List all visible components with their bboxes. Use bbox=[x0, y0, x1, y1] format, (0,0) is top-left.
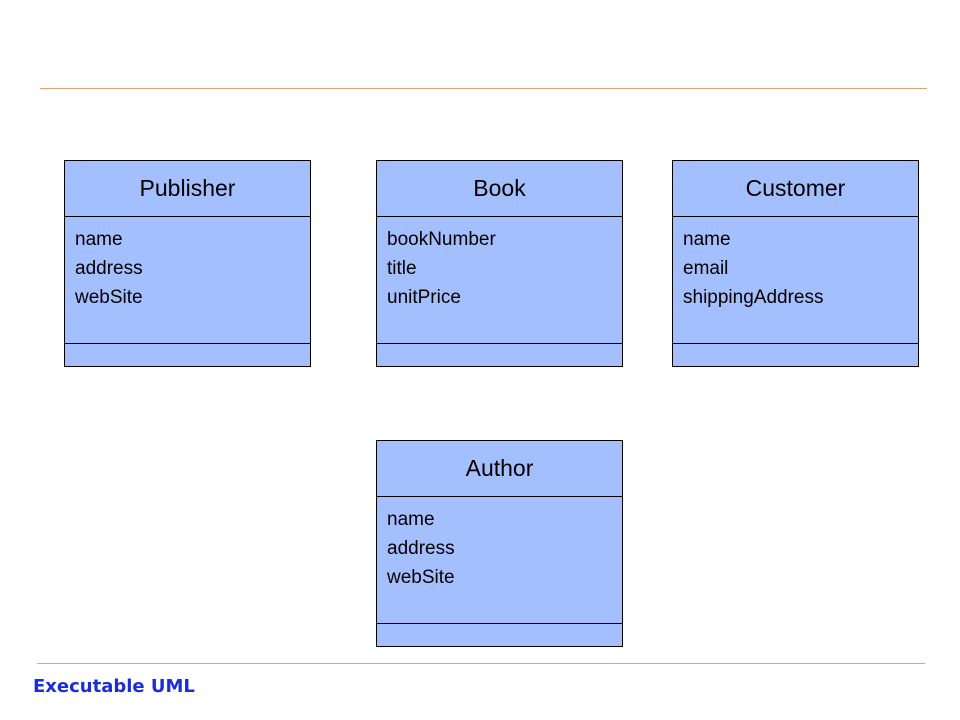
operation-compartment bbox=[377, 344, 622, 366]
attribute-compartment: name email shippingAddress bbox=[673, 217, 918, 344]
class-name: Publisher bbox=[65, 161, 310, 217]
attribute-compartment: name address webSite bbox=[65, 217, 310, 344]
bottom-divider bbox=[37, 663, 925, 664]
attribute: bookNumber bbox=[387, 229, 496, 250]
attribute: webSite bbox=[387, 567, 455, 588]
operation-compartment bbox=[377, 624, 622, 646]
attribute: webSite bbox=[75, 287, 143, 308]
attribute: name bbox=[683, 229, 731, 250]
attribute: unitPrice bbox=[387, 287, 461, 308]
attribute: shippingAddress bbox=[683, 287, 824, 308]
class-name: Customer bbox=[673, 161, 918, 217]
operation-compartment bbox=[673, 344, 918, 366]
class-box-customer[interactable]: Customer name email shippingAddress bbox=[672, 160, 919, 367]
class-name: Author bbox=[377, 441, 622, 497]
attribute: address bbox=[387, 538, 455, 559]
attribute-compartment: name address webSite bbox=[377, 497, 622, 624]
attribute: address bbox=[75, 258, 143, 279]
attribute: name bbox=[387, 509, 435, 530]
class-name: Book bbox=[377, 161, 622, 217]
attribute: title bbox=[387, 258, 417, 279]
attribute-compartment: bookNumber title unitPrice bbox=[377, 217, 622, 344]
attribute: name bbox=[75, 229, 123, 250]
class-box-author[interactable]: Author name address webSite bbox=[376, 440, 623, 647]
class-box-publisher[interactable]: Publisher name address webSite bbox=[64, 160, 311, 367]
attribute: email bbox=[683, 258, 729, 279]
top-divider bbox=[40, 88, 927, 89]
class-box-book[interactable]: Book bookNumber title unitPrice bbox=[376, 160, 623, 367]
footer-title: Executable UML bbox=[33, 676, 195, 697]
operation-compartment bbox=[65, 344, 310, 366]
